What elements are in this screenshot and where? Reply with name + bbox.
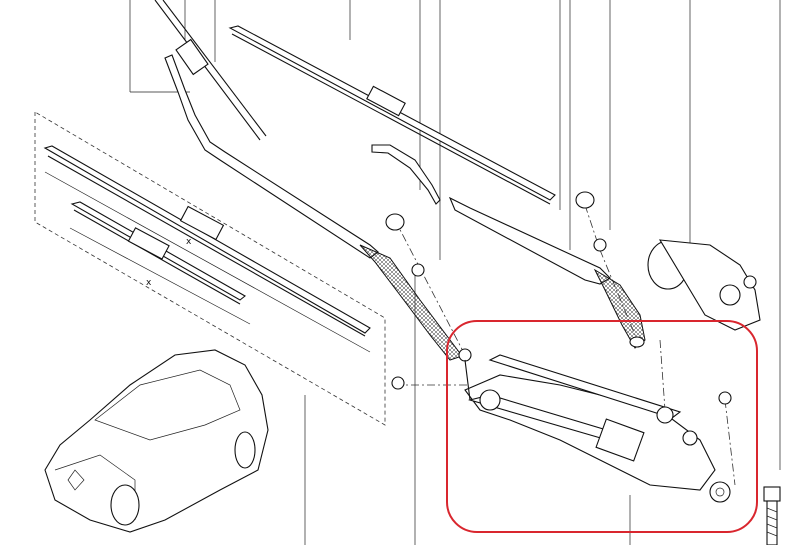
wiper-blade-top-left	[154, 0, 267, 141]
dimension-label-outer: x	[186, 237, 192, 247]
replacement-blade-inner	[69, 201, 251, 325]
wiper-arm-left	[164, 54, 463, 361]
wiper-linkage-assembly	[458, 348, 731, 503]
highlight-frame	[446, 320, 758, 533]
car-illustration	[44, 349, 269, 533]
nut-caps	[385, 191, 732, 405]
wiper-arm-right	[371, 144, 646, 349]
wiper-blade-top-right	[228, 25, 556, 205]
callout-leader-lines	[129, 0, 781, 545]
wiper-blade-group-box	[34, 111, 386, 426]
wiper-motor	[647, 239, 761, 331]
mounting-bolt	[763, 486, 781, 545]
replacement-blade-outer	[43, 145, 371, 353]
dimension-label-inner: x	[146, 278, 152, 288]
